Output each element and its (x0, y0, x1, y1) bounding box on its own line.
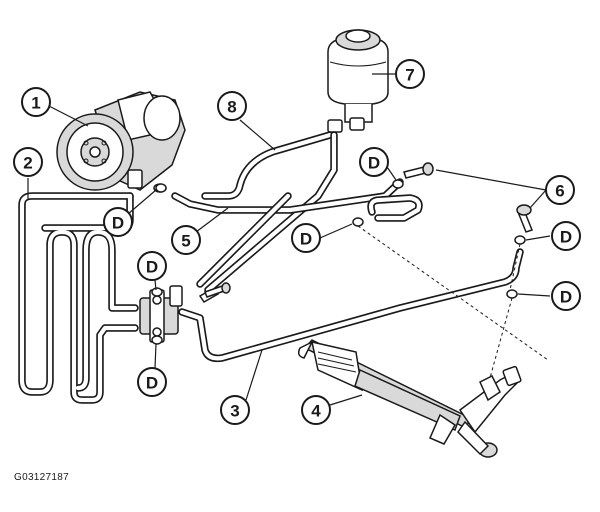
callout-6-label: 6 (555, 182, 564, 201)
callout-d-pump-washer: D (103, 207, 133, 237)
callout-d-upper-fitting: D (359, 147, 389, 177)
callout-8-label: 8 (227, 98, 236, 117)
cooler-junction-bracket (139, 285, 220, 343)
callout-6: 6 (545, 175, 575, 205)
callout-d-mid-fitting: D (291, 223, 321, 253)
callout-4: 4 (301, 395, 331, 425)
figure-code: G03127187 (14, 472, 69, 483)
callout-3: 3 (220, 395, 250, 425)
callout-d-upper-bracket: D (137, 251, 167, 281)
callout-d-right-upper: D (551, 221, 581, 251)
callout-2-label: 2 (23, 154, 32, 173)
callout-2: 2 (13, 147, 43, 177)
callout-d-label: D (368, 154, 380, 173)
leader-lines (27, 73, 551, 406)
fluid-reservoir (327, 29, 389, 133)
banjo-bolts (204, 162, 533, 298)
callout-d-label: D (146, 258, 158, 277)
callout-7: 7 (395, 59, 425, 89)
hoses (171, 131, 524, 363)
callout-4-label: 4 (311, 402, 321, 421)
callout-5-label: 5 (181, 232, 190, 251)
callout-8: 8 (217, 91, 247, 121)
callout-d-label: D (146, 374, 158, 393)
callout-d-label: D (300, 230, 312, 249)
callout-d-lower-bracket: D (137, 367, 167, 397)
callout-7-label: 7 (405, 66, 414, 85)
callout-d-label: D (112, 214, 124, 233)
callout-1: 1 (21, 87, 51, 117)
callout-1-label: 1 (31, 94, 40, 113)
callout-d-label: D (560, 228, 572, 247)
callout-3-label: 3 (230, 402, 239, 421)
callout-d-label: D (560, 288, 572, 307)
callout-d-right-lower: D (551, 281, 581, 311)
steering-gear (297, 339, 522, 458)
dashed-guide-lines (357, 225, 549, 379)
callout-5: 5 (171, 225, 201, 255)
power-steering-pump (56, 91, 186, 193)
